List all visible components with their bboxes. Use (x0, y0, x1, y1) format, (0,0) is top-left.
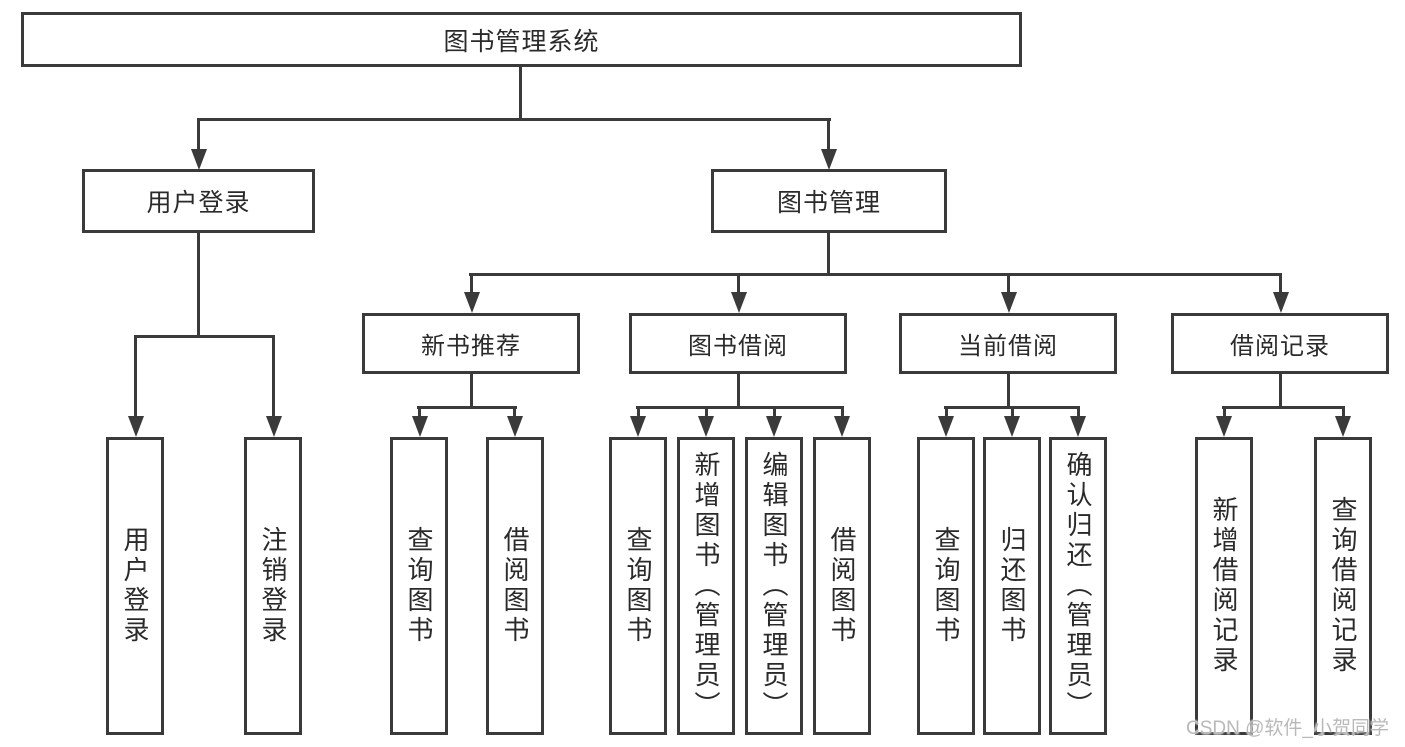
arrowhead (1335, 416, 1351, 437)
connector-line (773, 406, 776, 420)
node-current-borrow: 当前借阅 (899, 313, 1117, 374)
arrowhead (766, 416, 782, 437)
connector-line (1223, 406, 1226, 420)
connector-line (519, 65, 522, 121)
leaf-label: 归还图书 (997, 526, 1027, 646)
node-user-login: 用户登录 (82, 169, 315, 233)
connector-line (1279, 273, 1282, 296)
connector-line (1279, 372, 1282, 409)
node-borrow-records: 借阅记录 (1171, 313, 1389, 374)
connector-line (272, 335, 275, 420)
leaf-user-login: 用户登录 (106, 437, 164, 735)
arrowhead (698, 416, 714, 437)
connector-line (197, 231, 200, 338)
arrowhead (128, 416, 144, 437)
connector-line (637, 406, 640, 420)
connector-line (945, 406, 948, 420)
leaf-borrow-add-books-admin: 新增图书（管理员） (677, 437, 735, 735)
watermark: CSDN @软件_小贺同学 (1186, 718, 1389, 739)
arrowhead (1216, 416, 1232, 437)
connector-line (1007, 372, 1010, 409)
connector-line (827, 231, 830, 276)
connector-line (418, 406, 421, 420)
leaf-newbook-query-books: 查询图书 (390, 437, 448, 735)
leaf-label: 查询借阅记录 (1328, 496, 1358, 676)
connector-line (417, 406, 517, 409)
leaf-label: 查询图书 (623, 526, 653, 646)
arrowhead (821, 149, 837, 170)
leaf-current-query-books: 查询图书 (917, 437, 975, 735)
leaf-label: 新增图书（管理员） (691, 451, 721, 721)
connector-line (1342, 406, 1345, 420)
connector-line (1222, 406, 1345, 409)
leaf-label: 查询图书 (404, 526, 434, 646)
arrowhead (938, 416, 954, 437)
leaf-borrow-borrow-books: 借阅图书 (813, 437, 871, 735)
connector-line (513, 406, 516, 420)
connector-line (705, 406, 708, 420)
leaf-newbook-borrow-books: 借阅图书 (486, 437, 544, 735)
arrowhead (1001, 292, 1017, 313)
connector-line (841, 406, 844, 420)
leaf-label: 确认归还（管理员） (1063, 451, 1093, 721)
connector-line (134, 335, 275, 338)
leaf-label: 新增借阅记录 (1209, 496, 1239, 676)
arrowhead (731, 292, 747, 313)
leaf-records-add-record: 新增借阅记录 (1195, 437, 1253, 735)
node-book-management: 图书管理 (711, 169, 947, 233)
leaf-logout-login: 注销登录 (244, 437, 302, 735)
leaf-label: 借阅图书 (500, 526, 530, 646)
leaf-label: 借阅图书 (827, 526, 857, 646)
leaf-label: 编辑图书（管理员） (759, 451, 789, 721)
connector-line (197, 118, 831, 121)
connector-line (470, 273, 473, 296)
connector-line (469, 273, 1282, 276)
arrowhead (191, 149, 207, 170)
arrowhead (266, 416, 282, 437)
leaf-borrow-edit-books-admin: 编辑图书（管理员） (745, 437, 803, 735)
connector-line (737, 372, 740, 409)
leaf-label: 查询图书 (931, 526, 961, 646)
connector-line (1011, 406, 1014, 420)
connector-line (197, 118, 200, 153)
arrowhead (1273, 292, 1289, 313)
arrowhead (412, 416, 428, 437)
connector-line (636, 406, 844, 409)
connector-line (470, 372, 473, 409)
arrowhead (1070, 416, 1086, 437)
connector-line (1007, 273, 1010, 296)
node-library-system: 图书管理系统 (21, 12, 1022, 67)
leaf-current-confirm-return-admin: 确认归还（管理员） (1049, 437, 1107, 735)
leaf-borrow-query-books: 查询图书 (609, 437, 667, 735)
connector-line (134, 335, 137, 420)
arrowhead (507, 416, 523, 437)
node-book-borrow: 图书借阅 (629, 313, 847, 374)
leaf-label: 注销登录 (258, 526, 288, 646)
leaf-label: 用户登录 (120, 526, 150, 646)
connector-line (1077, 406, 1080, 420)
connector-line (827, 118, 830, 153)
node-new-book-recommend: 新书推荐 (362, 313, 580, 374)
arrowhead (834, 416, 850, 437)
arrowhead (630, 416, 646, 437)
leaf-records-query-record: 查询借阅记录 (1314, 437, 1372, 735)
arrowhead (464, 292, 480, 313)
leaf-current-return-books: 归还图书 (983, 437, 1041, 735)
arrowhead (1004, 416, 1020, 437)
connector-line (737, 273, 740, 296)
